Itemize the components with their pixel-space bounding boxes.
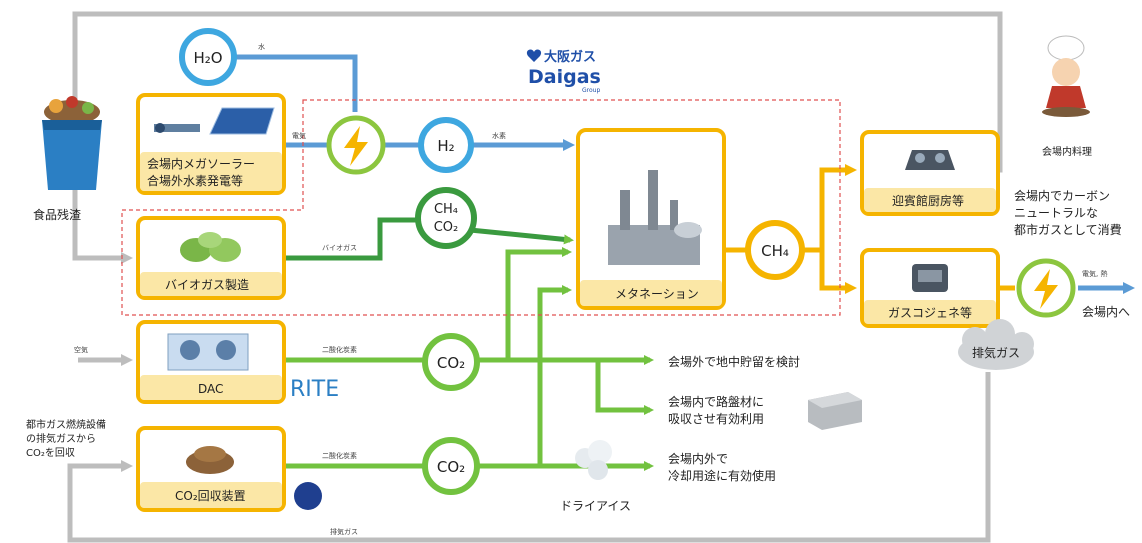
paving-line2: 吸収させ有効利用 — [668, 411, 764, 426]
solar-box: 会場内メガソーラー 合場外水素発電等 — [136, 93, 286, 195]
city-gas-line1: 都市ガス燃焼設備 — [26, 418, 106, 431]
food-waste-label: 食品残渣 — [33, 207, 81, 222]
daigas-logo: 大阪ガス Daigas Group — [526, 49, 601, 94]
air-flow-label: 空気 — [74, 345, 88, 354]
carbon-neutral-line2: ニュートラルな — [1014, 206, 1098, 220]
green-flow-lines — [285, 217, 654, 471]
water-flow-label: 水 — [258, 42, 265, 51]
dac-unit-icon — [167, 333, 249, 371]
co2-a-text: CO₂ — [437, 354, 465, 372]
chef-illustration — [1042, 35, 1090, 117]
co2-circle-recovery: CO₂ — [422, 437, 480, 495]
co2-circle-dac: CO₂ — [422, 333, 480, 391]
lightning-icon — [344, 126, 368, 166]
food-waste-illustration: 食品残渣 — [33, 96, 102, 222]
methanation-box: メタネーション — [576, 128, 726, 310]
solar-label-line1: 会場内メガソーラー — [147, 157, 255, 171]
co2-mix-text: CO₂ — [434, 220, 459, 235]
solar-label-line2: 合場外水素発電等 — [147, 173, 243, 188]
stove-icon — [905, 150, 955, 170]
ch4-text: CH₄ — [434, 202, 458, 217]
venue-cooking-label: 会場内料理 — [1042, 145, 1092, 158]
cooling-line2: 冷却用途に有効使用 — [668, 468, 776, 483]
dashed-boundary — [121, 99, 841, 316]
paving-line1: 会場内で路盤材に — [668, 394, 764, 409]
power-circle — [326, 115, 386, 175]
co2-flow-label-b: 二酸化炭素 — [322, 451, 357, 460]
dry-ice-illustration — [575, 440, 612, 480]
plant-icon — [608, 170, 702, 265]
methanation-label: メタネーション — [615, 287, 699, 301]
co2-flow-label-a: 二酸化炭素 — [322, 345, 357, 354]
h2o-circle: H₂O — [179, 28, 237, 86]
company-logo-icon — [294, 482, 322, 510]
biogas-flow-label: バイオガス — [322, 243, 357, 252]
biogas-label: バイオガス製造 — [165, 278, 249, 292]
dry-ice-label: ドライアイス — [560, 499, 631, 513]
dac-box: DAC RITE — [136, 320, 339, 404]
exhaust-gas-label: 排気ガス — [972, 345, 1020, 360]
brand-heart-icon — [526, 49, 542, 62]
brand-name-en: Daigas — [528, 66, 601, 88]
dac-label: DAC — [198, 382, 223, 396]
kitchen-label: 迎賓館厨房等 — [892, 193, 964, 208]
to-venue-label: 会場内へ — [1082, 305, 1130, 319]
city-gas-line2: の排気ガスから — [26, 432, 96, 445]
output-power-circle — [1016, 258, 1076, 318]
h2o-text: H₂O — [193, 49, 222, 67]
biogas-tank-icon — [180, 232, 241, 262]
kitchen-box: 迎賓館厨房等 — [860, 130, 1000, 216]
cogen-label: ガスコジェネ等 — [888, 306, 972, 320]
ch4-out-text: CH₄ — [761, 242, 789, 260]
city-gas-line3: CO₂を回収 — [26, 447, 75, 459]
power-flow-label: 電気 — [292, 131, 306, 140]
lightning-output-icon — [1034, 269, 1058, 309]
elec-heat-label: 電気, 熱 — [1082, 269, 1107, 278]
ch4-co2-circle: CH₄ CO₂ — [415, 187, 477, 249]
h2-circle: H₂ — [418, 117, 474, 173]
blue-flow-lines — [235, 54, 1135, 294]
solar-panel-icon — [154, 107, 275, 135]
hydrogen-flow-label: 水素 — [492, 131, 506, 140]
brand-sub: Group — [582, 87, 600, 94]
cooling-line1: 会場内外で — [668, 452, 728, 466]
cogen-box: ガスコジェネ等 — [860, 248, 1000, 328]
carbon-neutral-line3: 都市ガスとして消費 — [1014, 222, 1122, 237]
paving-block-icon — [808, 392, 862, 430]
cogen-unit-icon — [912, 264, 948, 292]
ch4-output-circle: CH₄ — [745, 220, 805, 280]
exhaust-cloud: 排気ガス — [958, 319, 1034, 370]
co2-recovery-box: CO₂回収装置 — [136, 426, 322, 512]
exhaust-flow-label: 排気ガス — [330, 527, 358, 536]
carbon-neutral-line1: 会場内でカーボン — [1014, 189, 1110, 203]
co2-recovery-label: CO₂回収装置 — [175, 489, 246, 503]
co2-b-text: CO₂ — [437, 458, 465, 476]
h2-text: H₂ — [437, 137, 454, 155]
brand-name-jp: 大阪ガス — [544, 49, 596, 65]
pellet-pile-icon — [186, 446, 234, 474]
orange-flow-lines — [722, 164, 1015, 294]
rite-logo: RITE — [290, 377, 339, 402]
biogas-box: バイオガス製造 — [136, 216, 286, 300]
underground-label: 会場外で地中貯留を検討 — [668, 354, 800, 369]
